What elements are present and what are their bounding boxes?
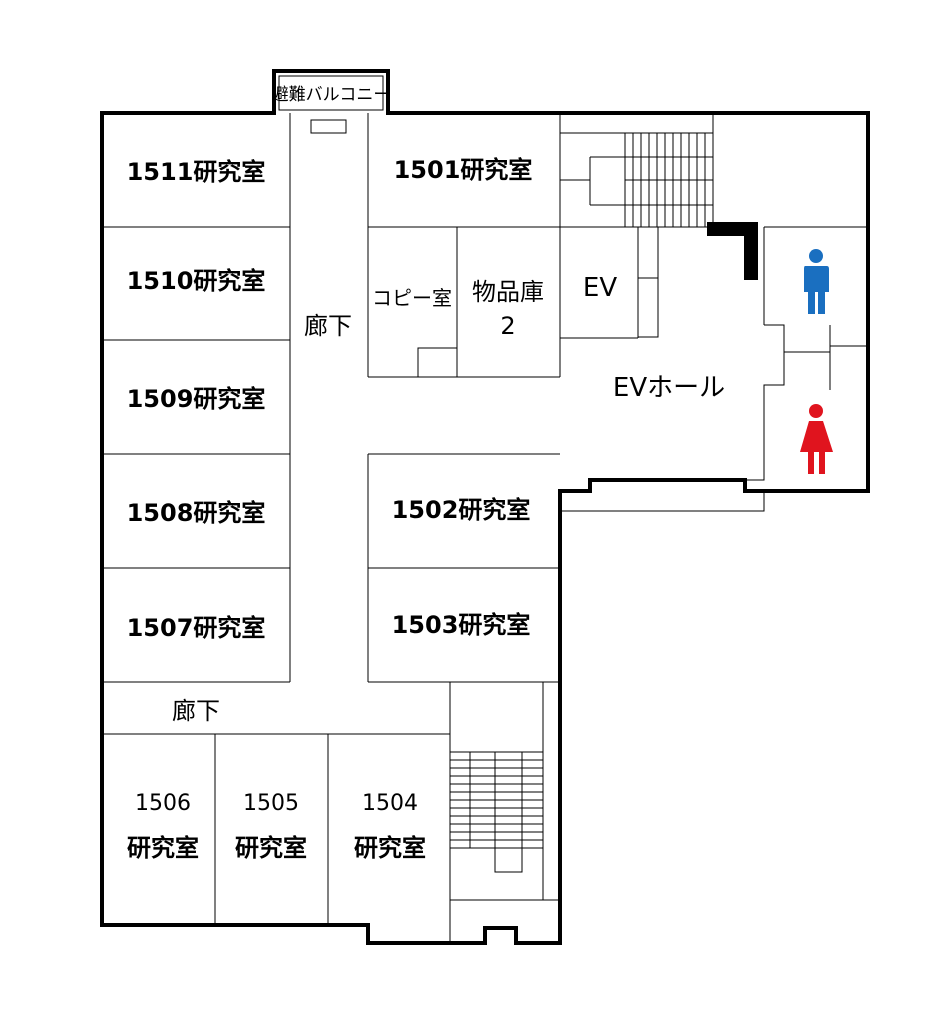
room-1506-number: 1506 (135, 791, 191, 816)
room-1511-label: 1511研究室 (127, 158, 266, 186)
room-1503-label: 1503研究室 (392, 611, 531, 639)
room-1507-label: 1507研究室 (127, 614, 266, 642)
corridor-lower-label: 廊下 (172, 697, 220, 725)
upper-staircase (624, 133, 713, 227)
wall (560, 491, 765, 512)
ev-hall-label: EVホール (613, 373, 725, 403)
copy-room-closet (417, 347, 458, 378)
balcony-hatch (310, 119, 347, 134)
corridor-upper-label: 廊下 (304, 312, 352, 340)
room-1505-label: 研究室 (235, 834, 307, 862)
room-1504-number: 1504 (362, 791, 418, 816)
room-1505-number: 1505 (243, 791, 299, 816)
wall (494, 752, 523, 873)
room-1504-label: 研究室 (354, 834, 426, 862)
storage-label-line1: 物品庫 (472, 278, 544, 306)
room-1510-label: 1510研究室 (127, 267, 266, 295)
ev-door-frame (637, 226, 659, 338)
storage-label-line2: 2 (500, 312, 515, 340)
balcony-inner (278, 75, 384, 111)
outer-wall (100, 69, 870, 945)
balcony-label: 避難バルコニー (272, 85, 391, 105)
room-1501-label: 1501研究室 (394, 156, 533, 184)
room-1506-label: 研究室 (127, 834, 199, 862)
female-restroom-icon (800, 404, 833, 474)
room-1509-label: 1509研究室 (127, 385, 266, 413)
room-1508-label: 1508研究室 (127, 499, 266, 527)
copy-room-label: コピー室 (372, 286, 452, 310)
male-restroom-icon (804, 249, 829, 314)
ev-label: EV (583, 273, 617, 303)
room-1502-label: 1502研究室 (392, 496, 531, 524)
lower-staircase (450, 751, 543, 849)
structural-column (707, 222, 758, 280)
wall (745, 324, 785, 481)
